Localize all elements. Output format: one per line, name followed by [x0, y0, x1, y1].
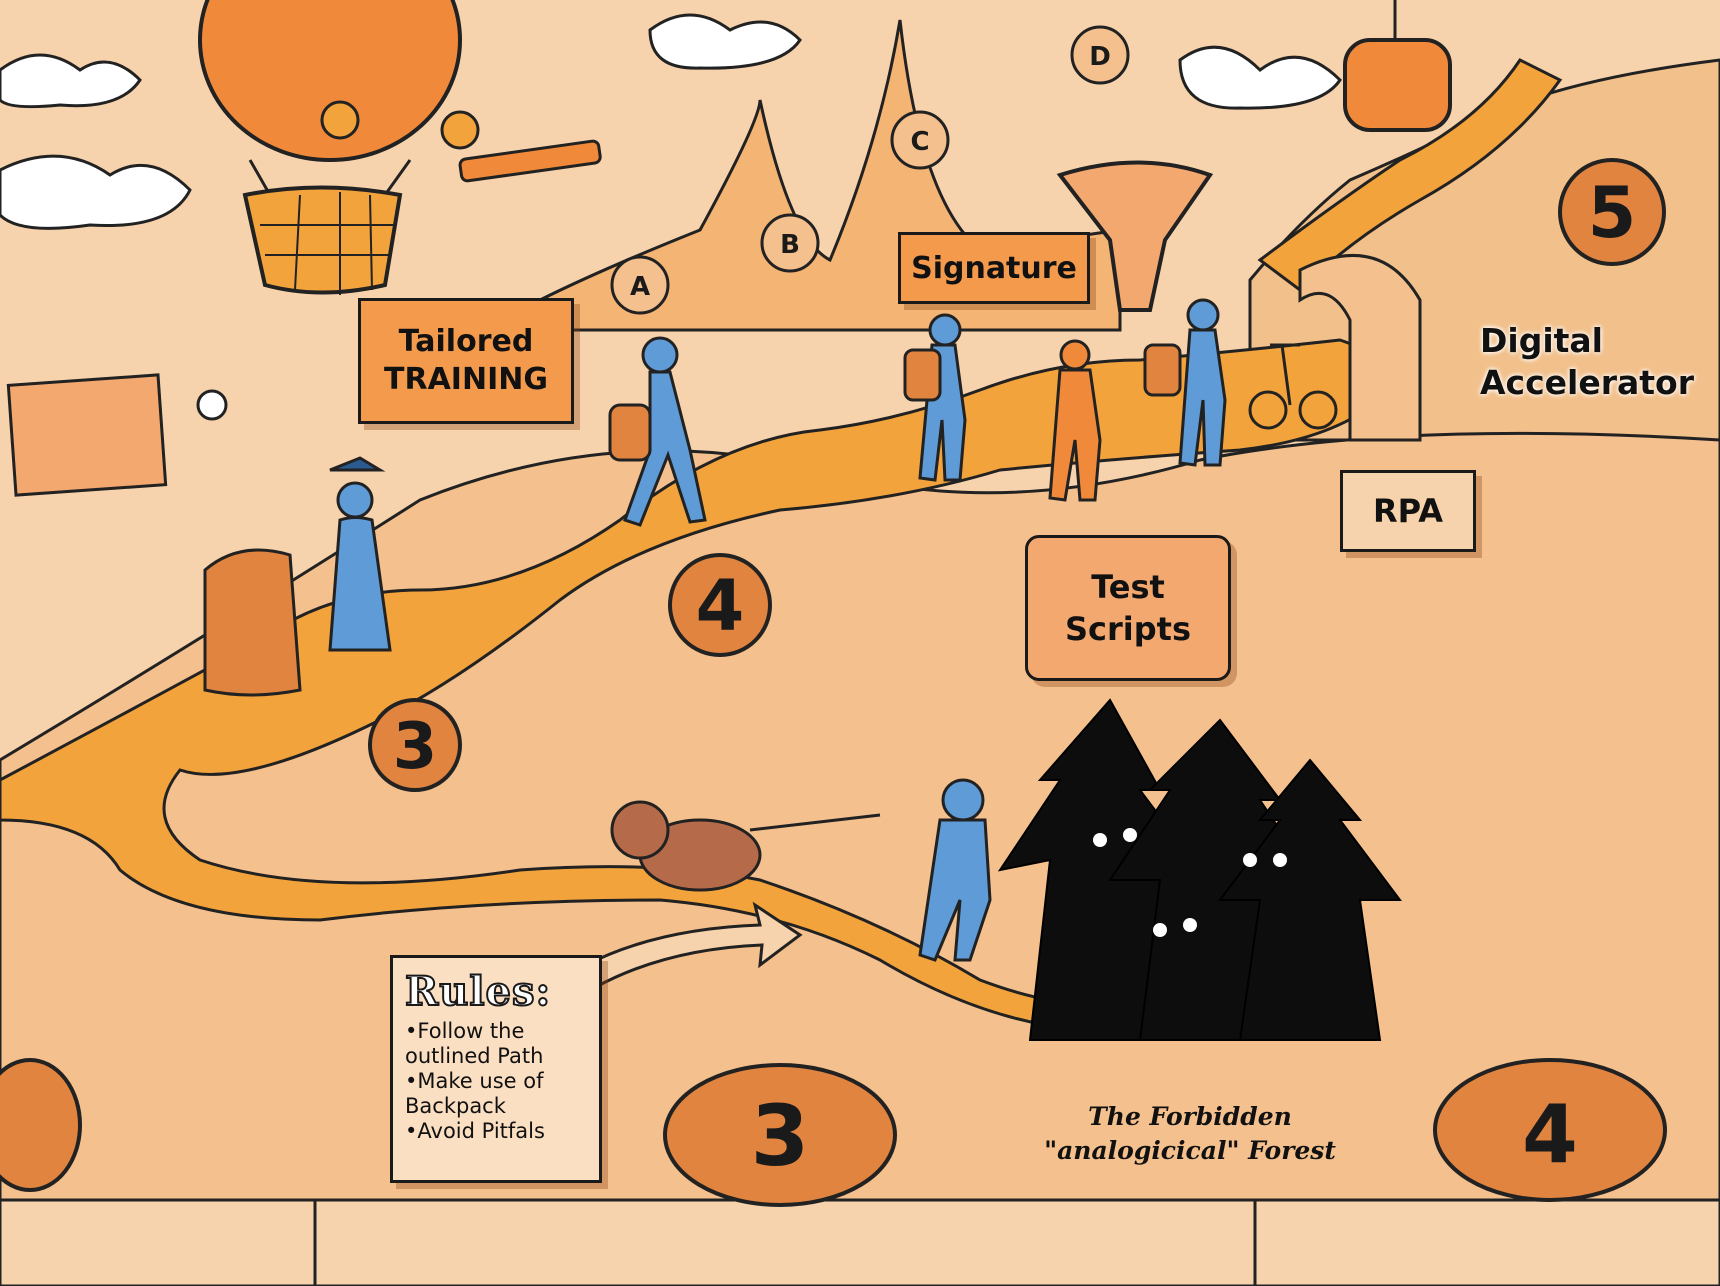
marker-d-text: D — [1089, 42, 1111, 72]
rules-item: •Avoid Pitfals — [405, 1119, 545, 1143]
orange-figure — [1048, 339, 1102, 502]
rpa-label: RPA — [1340, 470, 1476, 552]
bottom-stage-3-number: 3 — [751, 1087, 809, 1185]
forest-label-line1: The Forbidden — [1088, 1102, 1292, 1131]
marker-b-text: B — [780, 230, 800, 260]
stage-5-circle — [1558, 158, 1666, 266]
cable-car — [1343, 0, 1452, 132]
rules-box: Rules: •Follow the outlined Path •Make u… — [390, 955, 602, 1183]
arch-bridge — [1298, 254, 1422, 442]
forest-eyes — [1093, 828, 1287, 937]
rules-arrow — [537, 901, 803, 1012]
backpacks — [203, 343, 1182, 697]
marker-c-text: C — [910, 127, 929, 157]
stage-4-number: 4 — [696, 565, 745, 647]
bottom-medallion-4 — [1433, 1058, 1667, 1202]
lightbulb-icon — [196, 389, 228, 421]
dog — [610, 800, 881, 892]
test-scripts-scroll: Test Scripts — [1025, 535, 1231, 681]
marker-d-circle — [1070, 25, 1130, 85]
marker-b-circle — [760, 213, 820, 273]
stage-5-number: 5 — [1588, 172, 1637, 254]
stage-3-number: 3 — [393, 710, 438, 784]
hot-air-balloon — [198, 0, 602, 295]
bottom-stage-4-number: 4 — [1522, 1088, 1578, 1181]
bottom-medallion-3 — [663, 1063, 897, 1207]
rules-title: Rules: — [404, 967, 552, 1016]
digital-stream — [1257, 58, 1563, 292]
marker-a-circle — [610, 255, 670, 315]
marker-a-text: A — [630, 272, 650, 302]
stage-3-circle — [368, 698, 462, 792]
tailored-training-label: Tailored TRAINING — [358, 298, 574, 424]
forest-label-line2: "analogicical" Forest — [1044, 1136, 1336, 1165]
rules-item: •Make use of Backpack — [405, 1069, 544, 1118]
funnel-icon — [1056, 160, 1214, 312]
bottom-medallion-left — [0, 1058, 82, 1192]
digital-accelerator-label: Digital Accelerator — [1480, 321, 1695, 402]
bottom-band — [0, 1198, 1720, 1286]
rules-item: •Follow the outlined Path — [405, 1019, 544, 1068]
marker-c-circle — [890, 110, 950, 170]
forbidden-forest-label: The Forbidden "analogicical" Forest — [1025, 1100, 1355, 1168]
stage-4-circle — [668, 553, 772, 657]
dark-forest — [997, 698, 1402, 1041]
segway-icon — [1248, 343, 1338, 430]
map-frame — [6, 373, 168, 497]
signature-label: Signature — [898, 232, 1090, 304]
